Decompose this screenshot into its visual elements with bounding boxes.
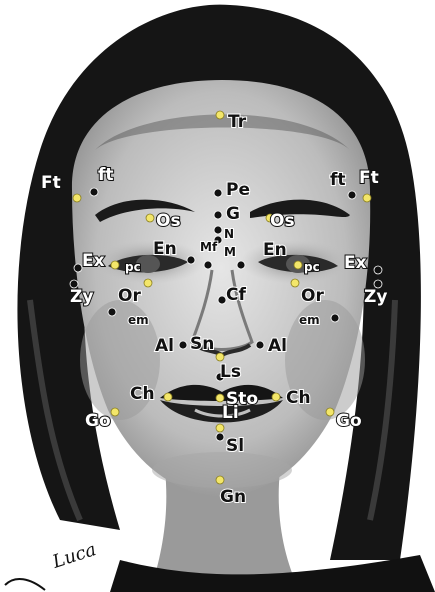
landmark-label-os-l: Os <box>156 211 181 231</box>
landmark-dot-ch-l <box>164 393 172 401</box>
landmark-label-sl: Sl <box>226 436 244 456</box>
landmark-dot-mf <box>204 261 212 269</box>
landmark-dot-sn <box>216 353 224 361</box>
landmark-label-em-r: em <box>299 313 320 327</box>
landmark-dot-os-l <box>146 214 154 222</box>
landmark-dot-li <box>216 424 224 432</box>
landmark-dot-cf <box>218 296 226 304</box>
landmark-dot-gn <box>216 476 224 484</box>
landmark-label-en-l: En <box>153 239 177 259</box>
landmark-dot-or-r <box>291 279 299 287</box>
landmark-dot-go-r <box>326 408 334 416</box>
landmark-dot-pc-r <box>294 261 302 269</box>
landmark-label-n: N <box>224 227 234 241</box>
landmark-label-or-r: Or <box>301 286 324 306</box>
landmark-dot-al-r <box>256 341 264 349</box>
landmark-dot-ft-r <box>363 194 371 202</box>
landmark-label-ch-r: Ch <box>286 388 311 408</box>
landmark-label-os-r: Os <box>270 211 295 231</box>
landmark-dot-ex-r <box>374 266 382 274</box>
landmark-dot-em-l <box>108 308 116 316</box>
landmark-label-tr: Tr <box>228 112 247 132</box>
landmark-label-em-l: em <box>128 313 149 327</box>
landmark-label-ft2-l: ft <box>98 165 114 185</box>
landmark-label-li: Li <box>222 403 239 423</box>
landmark-label-ls: Ls <box>220 362 241 382</box>
landmark-label-go-l: Go <box>85 411 111 431</box>
landmark-label-ch-l: Ch <box>130 384 155 404</box>
landmark-dot-ft-l <box>73 194 81 202</box>
landmark-label-cf: Cf <box>226 285 246 305</box>
landmark-dot-ft2-l <box>90 188 98 196</box>
landmark-label-al-l: Al <box>155 336 174 356</box>
landmark-dot-go-l <box>111 408 119 416</box>
landmark-label-g: G <box>226 204 240 224</box>
landmark-dot-g <box>214 211 222 219</box>
landmark-label-m: M <box>224 245 236 259</box>
landmark-dot-ex-l <box>74 264 82 272</box>
landmark-label-gn: Gn <box>220 487 246 507</box>
landmark-label-pc-r: pc <box>304 260 320 274</box>
landmark-label-zy-r: Zy <box>364 287 387 307</box>
landmark-dot-sl <box>216 433 224 441</box>
landmark-label-ex-r: Ex <box>344 253 367 273</box>
landmark-label-pe: Pe <box>226 180 250 200</box>
landmark-label-al-r: Al <box>268 336 287 356</box>
landmark-dot-sto <box>216 394 224 402</box>
landmark-label-ft2-r: ft <box>330 170 346 190</box>
landmark-dot-tr <box>216 111 224 119</box>
landmark-dot-al-l <box>179 341 187 349</box>
landmark-dot-ch-r <box>272 393 280 401</box>
landmark-dot-n <box>214 226 222 234</box>
landmark-dot-en-r <box>237 261 245 269</box>
landmark-label-ft-l: Ft <box>41 173 61 193</box>
landmark-label-ft-r: Ft <box>359 168 379 188</box>
landmark-dot-em-r <box>331 314 339 322</box>
landmark-label-sn: Sn <box>190 334 214 354</box>
landmark-label-go-r: Go <box>336 411 362 431</box>
landmark-label-pc-l: pc <box>125 260 141 274</box>
landmark-dot-ft2-r <box>348 191 356 199</box>
landmark-dot-en-l <box>187 256 195 264</box>
landmark-label-en-r: En <box>263 240 287 260</box>
landmark-label-mf: Mf <box>200 240 218 254</box>
landmark-label-zy-l: Zy <box>70 287 93 307</box>
landmark-dot-or-l <box>144 279 152 287</box>
landmark-dot-pe <box>214 189 222 197</box>
landmark-dot-pc-l <box>111 261 119 269</box>
landmark-label-ex-l: Ex <box>82 251 105 271</box>
landmark-label-or-l: Or <box>118 286 141 306</box>
